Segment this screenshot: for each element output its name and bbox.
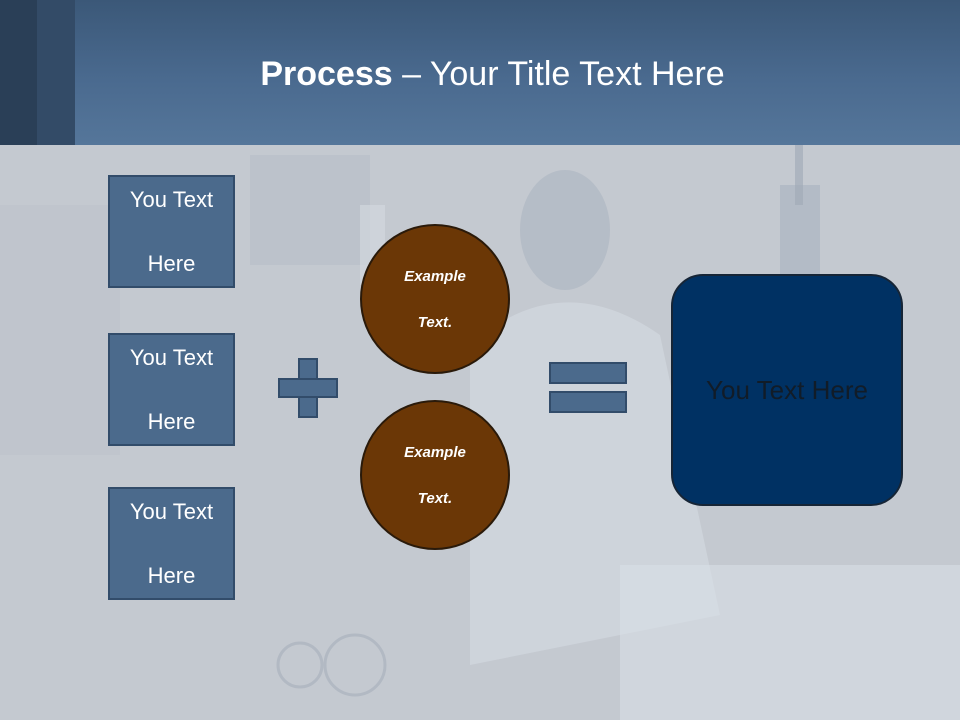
equals-icon-bottom-bar (549, 391, 627, 413)
input-box-3-line2: Here (147, 562, 196, 588)
header-accent-dark (0, 0, 37, 145)
header-band: Process – Your Title Text Here (0, 0, 960, 145)
example-circle-1-line2: Text. (417, 313, 453, 331)
input-box-3-line1: You Text (129, 498, 214, 524)
slide-title[interactable]: Process – Your Title Text Here (0, 52, 960, 96)
example-circle-2-line1: Example (404, 443, 466, 461)
plus-icon-center (300, 380, 316, 396)
header-accent (37, 0, 75, 145)
result-box[interactable]: You Text Here (671, 274, 903, 506)
example-circle-1-line1: Example (404, 267, 466, 285)
input-box-1-line1: You Text (129, 186, 214, 212)
example-circle-2-line2: Text. (417, 489, 453, 507)
result-box-text: You Text Here (706, 374, 868, 405)
input-box-1-line2: Here (147, 250, 196, 276)
input-box-2-line1: You Text (129, 344, 214, 370)
input-box-2-line2: Here (147, 408, 196, 434)
equals-icon-top-bar (549, 362, 627, 384)
title-bold: Process (260, 55, 393, 93)
title-rest: – Your Title Text Here (392, 55, 725, 93)
